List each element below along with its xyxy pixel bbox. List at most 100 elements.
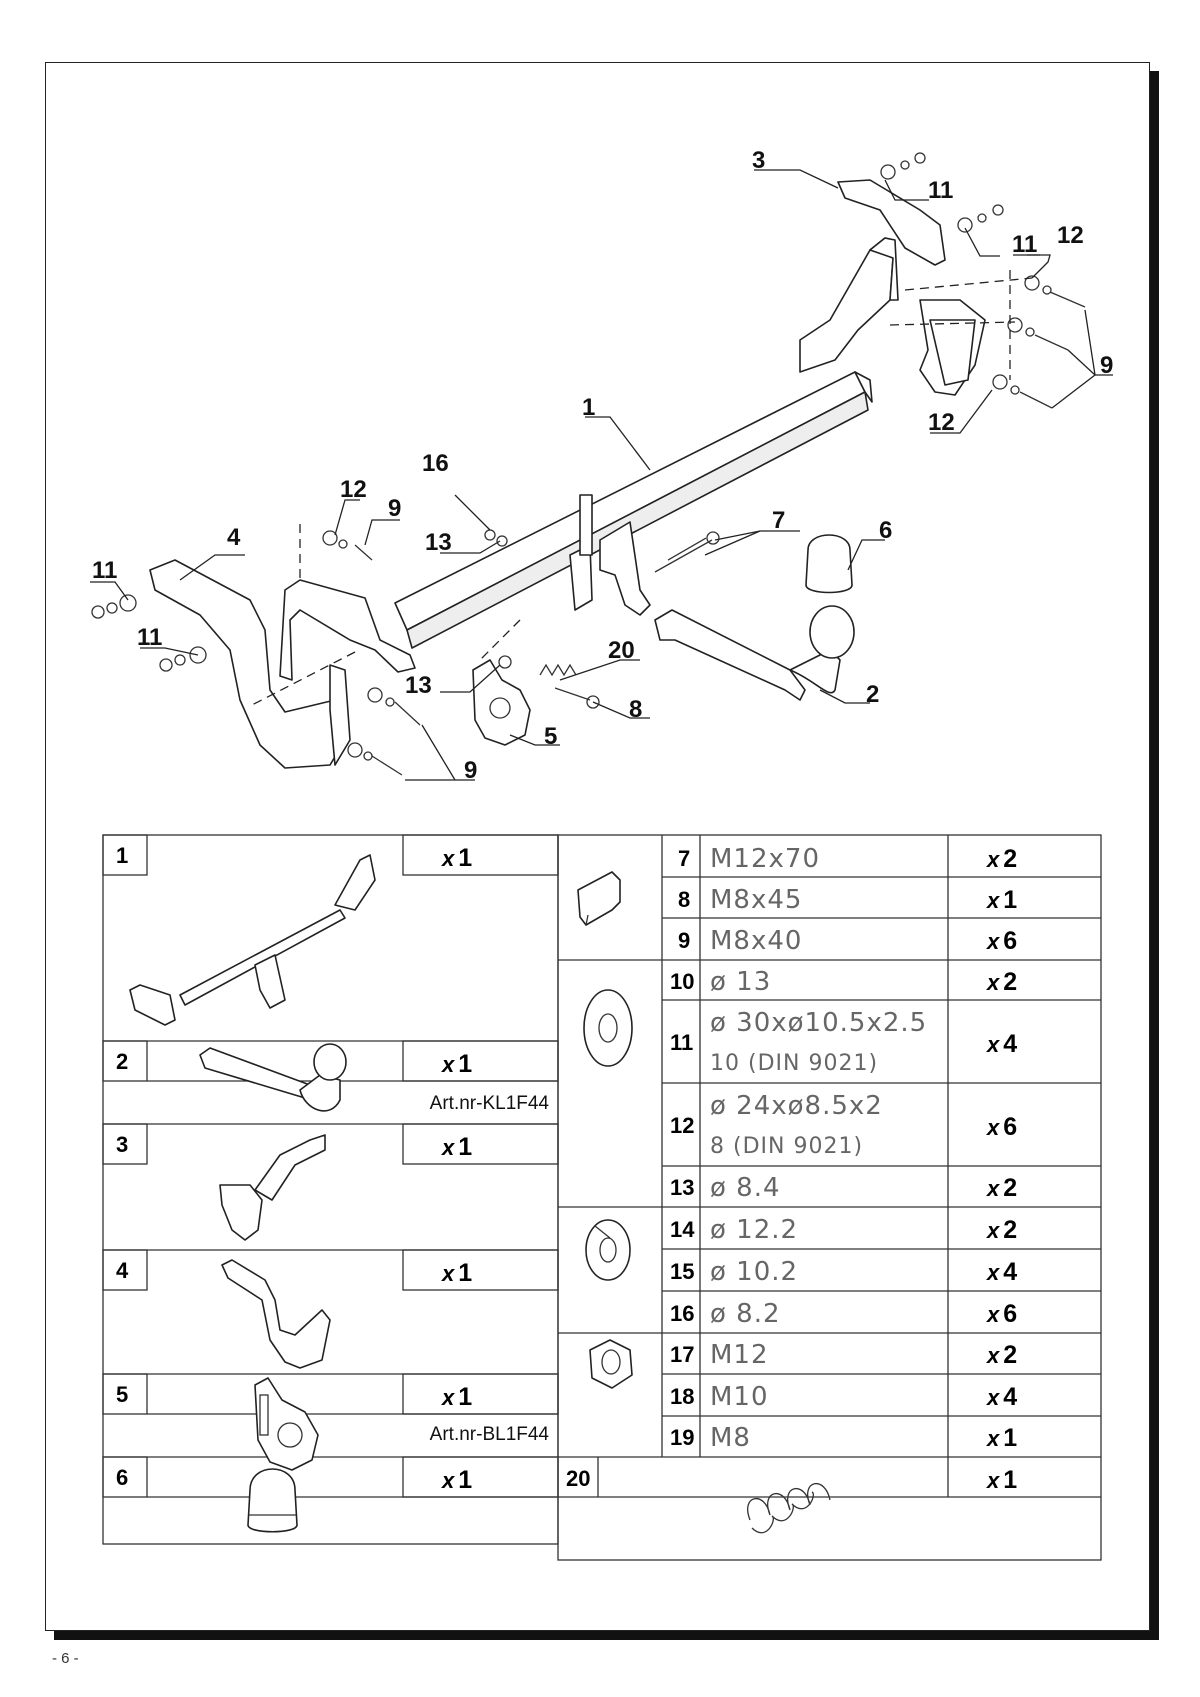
part-spec: ø 13 <box>710 967 771 997</box>
part-spec: ø 24xø8.5x2 <box>710 1091 883 1121</box>
article-number: Art.nr-KL1F44 <box>430 1093 550 1114</box>
row-number: 6 <box>116 1465 128 1490</box>
part-spec-standard: 10 (DIN 9021) <box>710 1051 878 1076</box>
part-spec-standard: 8 (DIN 9021) <box>710 1134 863 1159</box>
callout-20: 20 <box>608 637 635 664</box>
row-number: 17 <box>670 1342 694 1367</box>
callout-1: 1 <box>582 394 595 421</box>
callout-9: 9 <box>464 757 477 784</box>
left-row-frames <box>102 834 559 1498</box>
part-spec: ø 8.2 <box>710 1299 781 1329</box>
callout-6: 6 <box>879 517 892 544</box>
row-number: 3 <box>116 1132 128 1157</box>
callout-4: 4 <box>227 524 241 551</box>
part-5-thumbnail <box>254 1377 319 1471</box>
row-number: 18 <box>670 1384 694 1409</box>
part-6-cap <box>805 534 853 594</box>
part-4-bracket <box>149 559 351 769</box>
part-spec: ø 8.4 <box>710 1173 781 1203</box>
leader-lines <box>90 169 1113 781</box>
row-number: 10 <box>670 969 694 994</box>
row-number: 4 <box>116 1258 129 1283</box>
row-number: 19 <box>670 1425 694 1450</box>
callout-9: 9 <box>388 495 401 522</box>
spring-icon <box>747 1482 831 1534</box>
callout-12: 12 <box>340 476 367 503</box>
part-spec: M8 <box>710 1423 751 1453</box>
part-spec: M10 <box>710 1382 769 1412</box>
part-spec: M12 <box>710 1340 769 1370</box>
row-number: 15 <box>670 1259 694 1284</box>
part-6-thumbnail <box>247 1468 298 1533</box>
callout-13: 13 <box>425 529 452 556</box>
row-number: 8 <box>678 887 690 912</box>
row-number: 13 <box>670 1175 694 1200</box>
bolt-icon <box>577 871 621 926</box>
part-1-thumbnail <box>129 854 376 1026</box>
row-number: 1 <box>116 843 128 868</box>
page-number: - 6 - <box>52 1650 79 1667</box>
right-row-lines <box>662 876 1101 1417</box>
callout-labels: 3 11 11 12 9 12 1 16 12 9 13 4 11 11 7 6… <box>92 147 1113 784</box>
hardware-fasteners <box>91 152 1086 776</box>
callout-2: 2 <box>866 681 879 708</box>
washer-icon <box>583 989 633 1067</box>
part-spec: ø 10.2 <box>710 1257 798 1287</box>
callout-11: 11 <box>1012 231 1037 258</box>
nut-icon <box>589 1339 633 1389</box>
part-spec: ø 30xø10.5x2.5 <box>710 1008 927 1038</box>
callout-3: 3 <box>752 147 765 174</box>
assembly-dash-lines <box>249 270 1033 707</box>
callout-11: 11 <box>92 557 117 584</box>
callout-9: 9 <box>1100 352 1113 379</box>
callout-7: 7 <box>772 507 785 534</box>
row-number: 7 <box>678 846 690 871</box>
part-2-towball <box>654 605 855 701</box>
part-4-thumbnail <box>221 1259 331 1369</box>
article-number: Art.nr-BL1F44 <box>430 1424 550 1445</box>
row-number: 14 <box>670 1217 695 1242</box>
row-number: 12 <box>670 1113 694 1138</box>
exploded-diagram: 3 11 11 12 9 12 1 16 12 9 13 4 11 11 7 6… <box>90 147 1113 784</box>
callout-12: 12 <box>1057 222 1084 249</box>
row-number: 9 <box>678 928 690 953</box>
row-number: 16 <box>670 1301 694 1326</box>
